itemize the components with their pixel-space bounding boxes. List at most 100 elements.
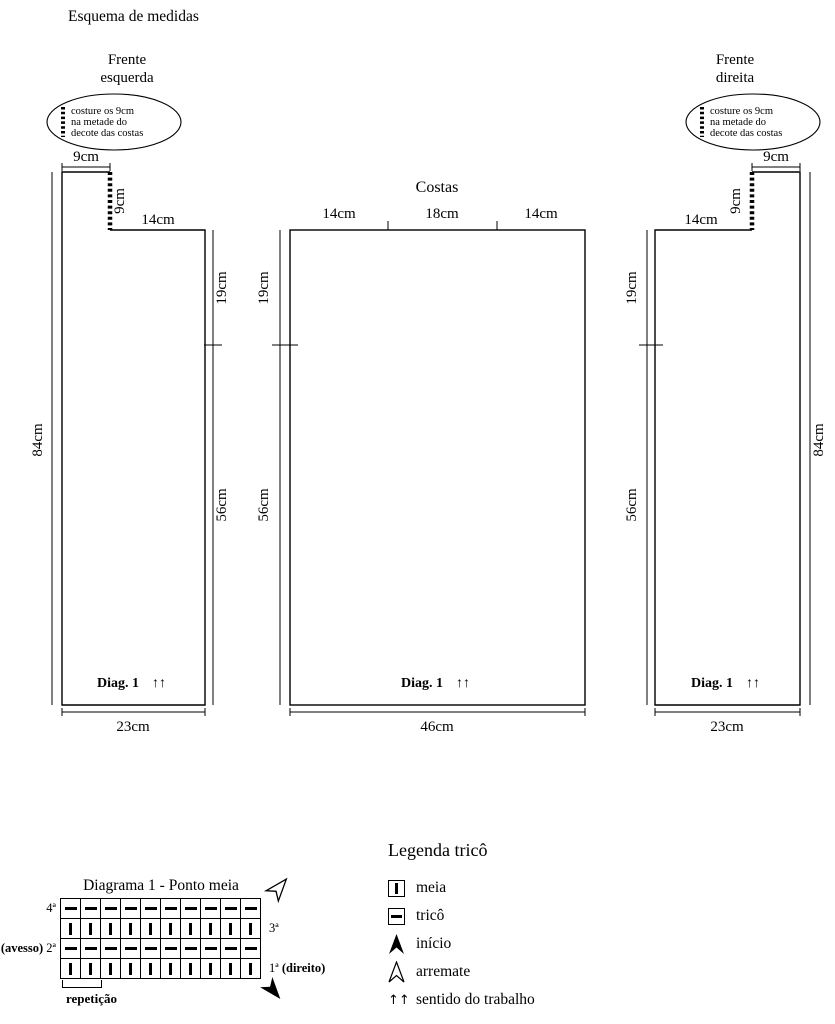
meia-cell xyxy=(180,958,200,978)
diagram1-grid xyxy=(60,898,261,979)
trico-symbol-icon xyxy=(104,947,117,950)
measure-46cm: 46cm xyxy=(420,719,454,735)
piece-title-line1: Frente xyxy=(108,52,147,68)
measurement-schema: Esquema de medidas Frente esquerda costu… xyxy=(30,8,827,735)
trico-cell xyxy=(120,938,140,958)
row-label-3a: 3ª xyxy=(269,921,279,936)
meia-symbol-icon xyxy=(69,922,72,935)
measure-notch-9cm: 9cm xyxy=(112,188,128,214)
legend-item-sentido: ↑↑ sentido do trabalho xyxy=(388,986,535,1014)
legend-item-trico: tricô xyxy=(388,902,535,930)
work-direction-arrows-icon: ↑↑ xyxy=(746,676,760,691)
legend-title: Legenda tricô xyxy=(388,840,488,860)
measure-84cm: 84cm xyxy=(30,423,46,457)
meia-symbol-icon xyxy=(388,879,405,897)
meia-symbol-icon xyxy=(209,922,212,935)
meia-symbol-icon xyxy=(229,962,232,975)
meia-symbol-icon xyxy=(109,922,112,935)
measure-19cm: 19cm xyxy=(214,271,230,305)
trico-cell xyxy=(180,938,200,958)
legend-label: meia xyxy=(416,879,447,896)
work-direction-arrows-icon: ↑↑ xyxy=(456,676,470,691)
measure-top-center-18cm: 18cm xyxy=(425,206,459,222)
legend-label: arremate xyxy=(416,963,471,980)
meia-symbol-icon xyxy=(189,922,192,935)
trico-cell xyxy=(140,938,160,958)
meia-cell xyxy=(60,958,80,978)
row-number: 3ª xyxy=(269,921,279,935)
repeat-bracket xyxy=(62,980,102,988)
legend-item-arremate: arremate xyxy=(388,958,535,986)
trico-symbol-icon xyxy=(124,907,137,910)
trico-cell xyxy=(80,938,100,958)
meia-symbol-icon xyxy=(149,922,152,935)
avesso-label: (avesso) xyxy=(0,941,44,955)
meia-cell xyxy=(140,958,160,978)
legend-item-meia: meia xyxy=(388,874,535,902)
measure-19cm: 19cm xyxy=(624,271,640,305)
trico-cell xyxy=(200,898,220,918)
callout-text: decote das costas xyxy=(71,128,143,139)
measure-19cm: 19cm xyxy=(256,271,272,305)
work-direction-arrows-icon: ↑↑ xyxy=(388,992,410,1008)
measure-56cm: 56cm xyxy=(624,488,640,522)
trico-cell xyxy=(180,898,200,918)
meia-cell xyxy=(200,918,220,938)
meia-symbol-icon xyxy=(89,962,92,975)
diag-label: Diag. 1 xyxy=(97,676,139,691)
meia-cell xyxy=(80,958,100,978)
trico-symbol-icon xyxy=(224,947,237,950)
meia-cell xyxy=(100,958,120,978)
meia-cell xyxy=(240,918,260,938)
trico-symbol-icon xyxy=(124,947,137,950)
meia-cell xyxy=(60,918,80,938)
measure-23cm: 23cm xyxy=(710,719,744,735)
meia-symbol-icon xyxy=(229,922,232,935)
meia-cell xyxy=(220,918,240,938)
trico-cell xyxy=(60,938,80,958)
trico-symbol-icon xyxy=(244,907,257,910)
work-direction-arrows-icon: ↑↑ xyxy=(152,676,166,691)
trico-symbol-icon xyxy=(84,907,97,910)
trico-cell xyxy=(100,938,120,958)
meia-symbol-icon xyxy=(169,962,172,975)
trico-symbol-icon xyxy=(104,907,117,910)
trico-cell xyxy=(200,938,220,958)
trico-symbol-icon xyxy=(164,947,177,950)
trico-symbol-icon xyxy=(388,907,405,925)
measure-23cm: 23cm xyxy=(116,719,150,735)
meia-symbol-icon xyxy=(89,922,92,935)
measure-top-9cm: 9cm xyxy=(73,149,99,165)
trico-symbol-icon xyxy=(224,907,237,910)
trico-symbol-icon xyxy=(144,907,157,910)
trico-cell xyxy=(140,898,160,918)
meia-symbol-icon xyxy=(169,922,172,935)
repeat-label: repetição xyxy=(66,991,118,1006)
meia-cell xyxy=(160,958,180,978)
measure-top-left-14cm: 14cm xyxy=(322,206,356,222)
trico-symbol-icon xyxy=(84,947,97,950)
row-label-2a-avesso: (avesso) 2ª xyxy=(1,941,56,956)
trico-symbol-icon xyxy=(204,947,217,950)
measure-56cm: 56cm xyxy=(256,488,272,522)
meia-symbol-icon xyxy=(149,962,152,975)
legend: Legenda tricô meia tricô início arremate… xyxy=(388,840,535,1014)
row-number: 2ª xyxy=(46,941,56,955)
arremate-arrow-icon xyxy=(263,877,288,904)
piece-outline xyxy=(654,171,801,706)
callout-text: costure os 9cm xyxy=(710,106,773,117)
trico-cell xyxy=(100,898,120,918)
callout-ellipse xyxy=(685,93,821,151)
piece-outline xyxy=(61,171,206,706)
piece-outline xyxy=(289,229,586,706)
trico-cell xyxy=(120,898,140,918)
meia-cell xyxy=(140,918,160,938)
trico-symbol-icon xyxy=(184,907,197,910)
row-number: 1ª xyxy=(269,961,279,975)
inicio-arrow-icon xyxy=(389,934,404,954)
meia-cell xyxy=(160,918,180,938)
meia-cell xyxy=(200,958,220,978)
meia-symbol-icon xyxy=(69,962,72,975)
trico-symbol-icon xyxy=(244,947,257,950)
